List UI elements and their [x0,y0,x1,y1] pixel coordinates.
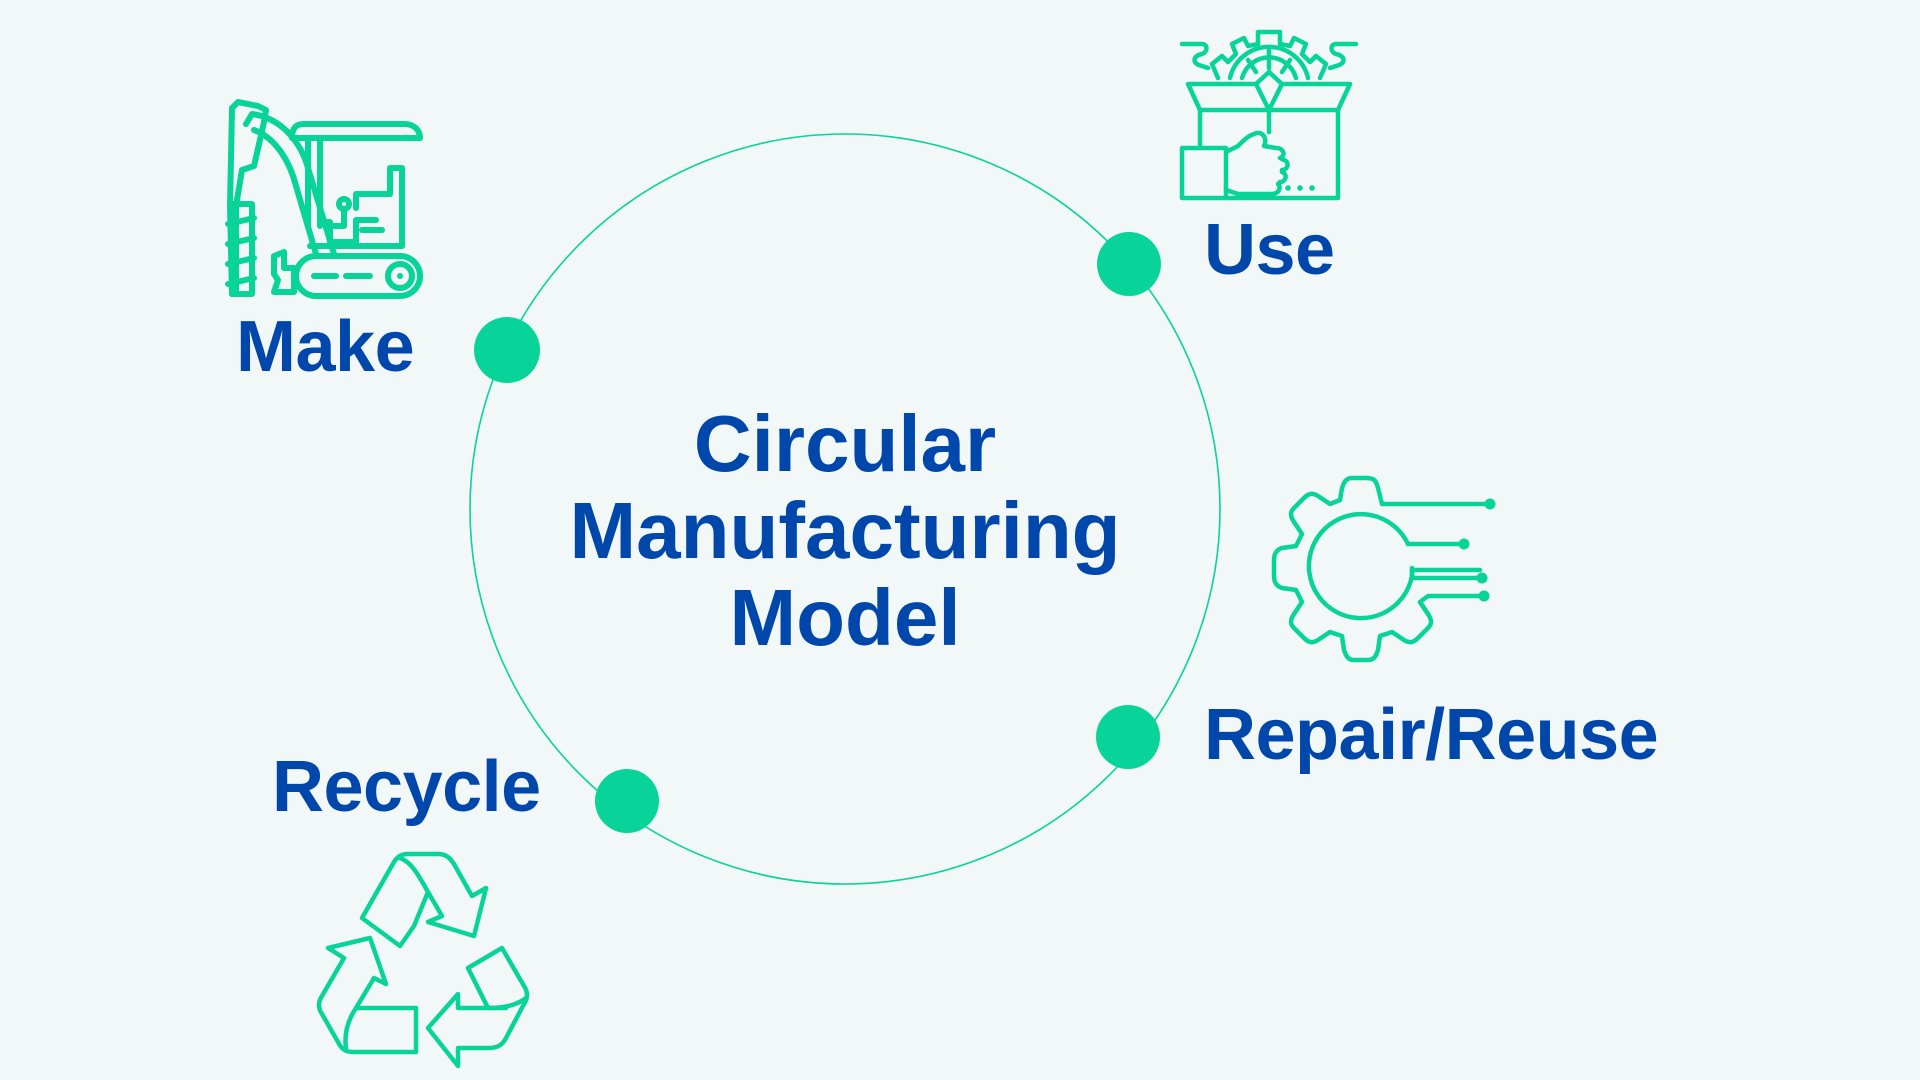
excavator-icon [224,96,424,299]
cycle-ring [469,133,1221,885]
gear-circuit-icon [1270,475,1496,668]
recycle-icon [316,851,530,1069]
stage-node-make [474,317,540,383]
title-line-1: Circular [693,399,997,488]
stage-label-use: Use [1204,210,1335,290]
stage-node-recycle [595,769,659,833]
stage-label-repair-reuse: Repair/Reuse [1204,695,1659,775]
title-line-3: Model [729,573,961,662]
title-line-2: Manufacturing [569,486,1121,575]
stage-label-make: Make [236,307,415,387]
stage-label-recycle: Recycle [272,747,541,827]
stage-node-repair-reuse [1096,705,1160,769]
box-with-gear-hand-icon [1178,20,1360,202]
stage-node-use [1097,232,1161,296]
diagram-title: Circular Manufacturing Model [545,400,1145,661]
